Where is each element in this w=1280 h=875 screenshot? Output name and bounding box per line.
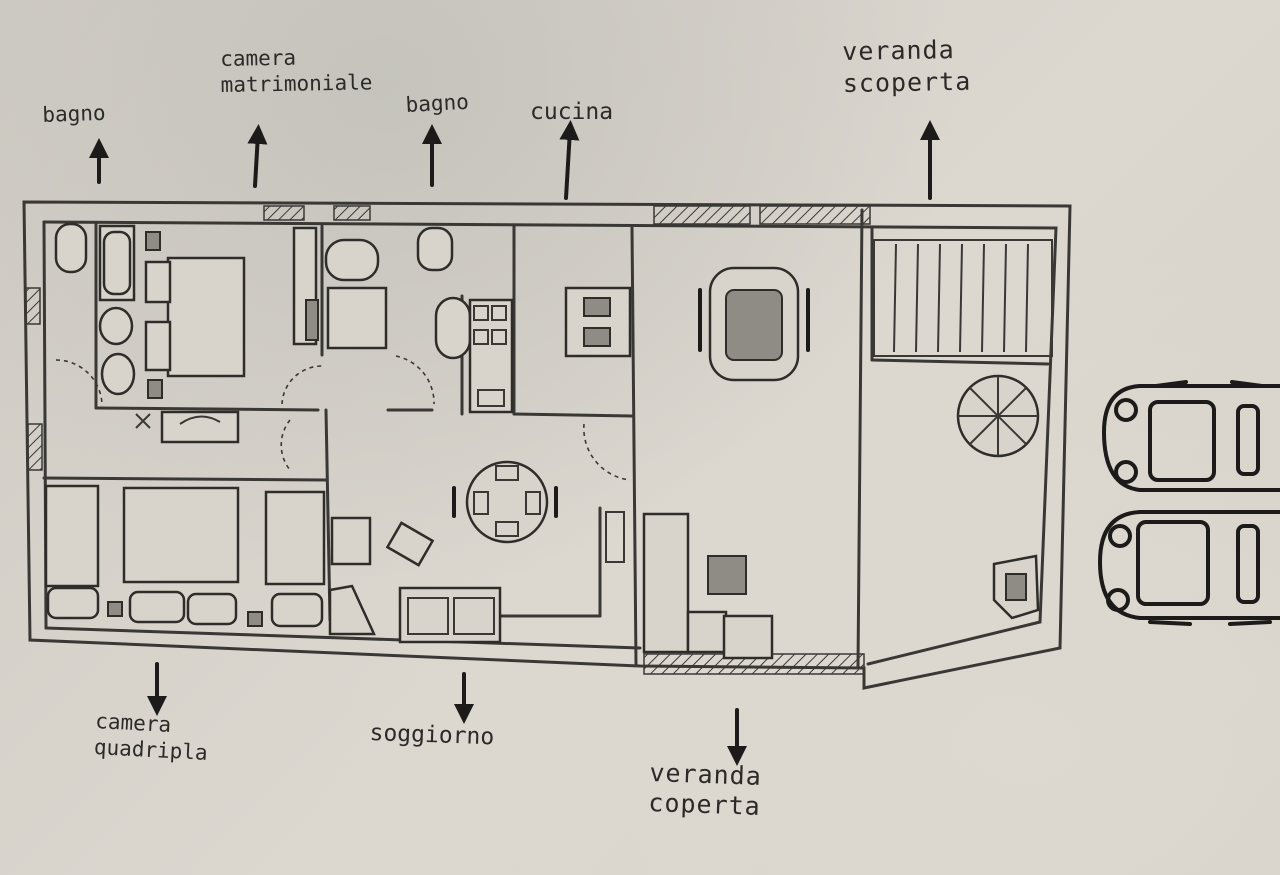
- cucina-furniture: [468, 286, 632, 414]
- dining-table-icon: [330, 460, 558, 567]
- camera-matrimoniale-furniture: [135, 256, 246, 444]
- parasol-icon: [956, 374, 1040, 458]
- soggiorno-furniture: [328, 584, 502, 644]
- car-icon: [1098, 510, 1280, 626]
- label-cucina: cucina: [530, 99, 614, 125]
- door-swings: [55, 355, 631, 481]
- interior-walls: [42, 208, 1050, 668]
- bathroom-left: [54, 222, 163, 399]
- bathroom-center: [292, 226, 472, 360]
- car-icon: [1102, 380, 1280, 492]
- veranda-coperta-furniture: [605, 266, 810, 660]
- veranda-scoperta-furniture: [873, 239, 1053, 620]
- arrow-icon: [89, 120, 940, 766]
- camera-quadrupla-furniture: [44, 484, 326, 628]
- hatched-walls: [25, 205, 871, 675]
